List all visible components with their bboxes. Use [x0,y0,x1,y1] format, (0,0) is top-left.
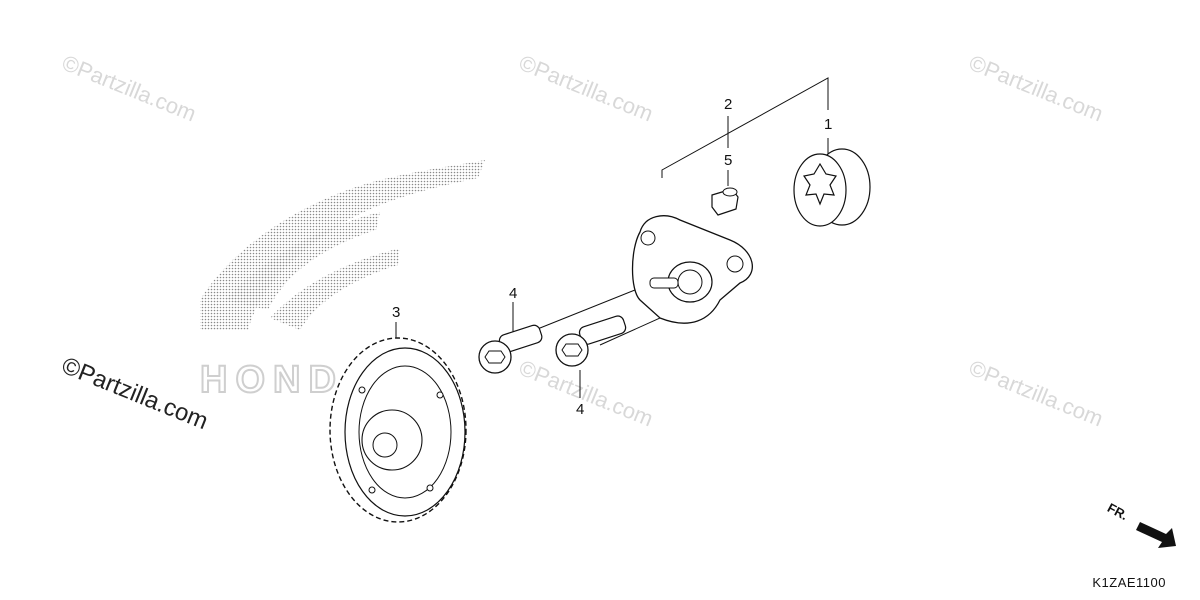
oil-pump-driven-gear [329,337,467,523]
callout-3: 3 [392,304,401,321]
callout-4: 4 [509,285,518,302]
callout-1: 1 [824,116,833,133]
flange-bolt [555,315,627,367]
callout-4: 4 [576,401,585,418]
dowel-pin [711,187,739,216]
callout-2: 2 [724,96,733,113]
front-direction-arrow [1136,522,1176,548]
oil-pump-rotor [793,148,871,227]
leader-lines [395,77,829,398]
oil-pump-body [631,215,753,324]
diagram-code: K1ZAE1100 [1092,575,1166,590]
flange-bolt [478,324,543,374]
callout-5: 5 [724,152,733,169]
